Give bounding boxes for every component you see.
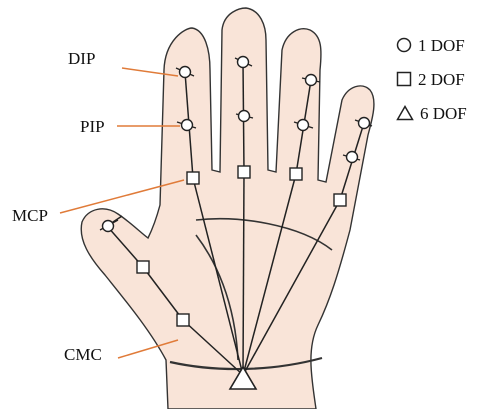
ring-dip-joint [306,75,317,86]
dip-label: DIP [68,50,95,67]
legend-item-1dof: 1 DOF [396,34,465,56]
middle-mcp-joint [238,166,250,178]
legend-label: 1 DOF [418,37,465,54]
index-dip-joint [180,67,191,78]
legend-label: 2 DOF [418,71,465,88]
little-pip-joint [347,152,358,163]
legend-label: 6 DOF [420,105,467,122]
thumb-mcp-joint [137,261,149,273]
legend-item-6dof: 6 DOF [396,102,467,124]
square-icon [396,71,412,87]
circle-icon [396,37,412,53]
little-dip-joint [359,118,370,129]
thumb-cmc-joint [177,314,189,326]
middle-dip-joint [238,57,249,68]
cmc-label: CMC [64,346,102,363]
middle-pip-joint [239,111,250,122]
index-mcp-joint [187,172,199,184]
ring-pip-joint [298,120,309,131]
index-pip-joint [182,120,193,131]
link-middle-wrist [243,172,244,375]
legend-item-2dof: 2 DOF [396,68,465,90]
little-mcp-joint [334,194,346,206]
pip-label: PIP [80,118,105,135]
ring-mcp-joint [290,168,302,180]
triangle-icon [396,105,414,121]
mcp-label: MCP [12,207,48,224]
thumb-ip-joint [103,221,114,232]
